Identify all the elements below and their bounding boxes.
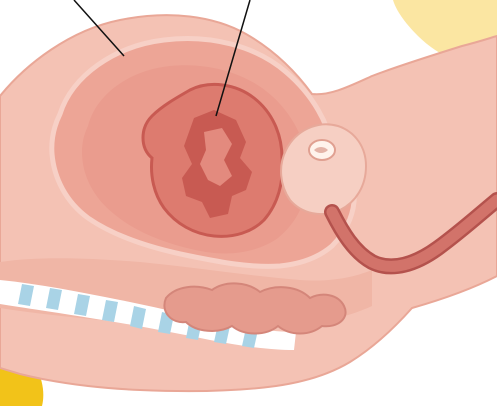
cervix bbox=[281, 124, 366, 214]
